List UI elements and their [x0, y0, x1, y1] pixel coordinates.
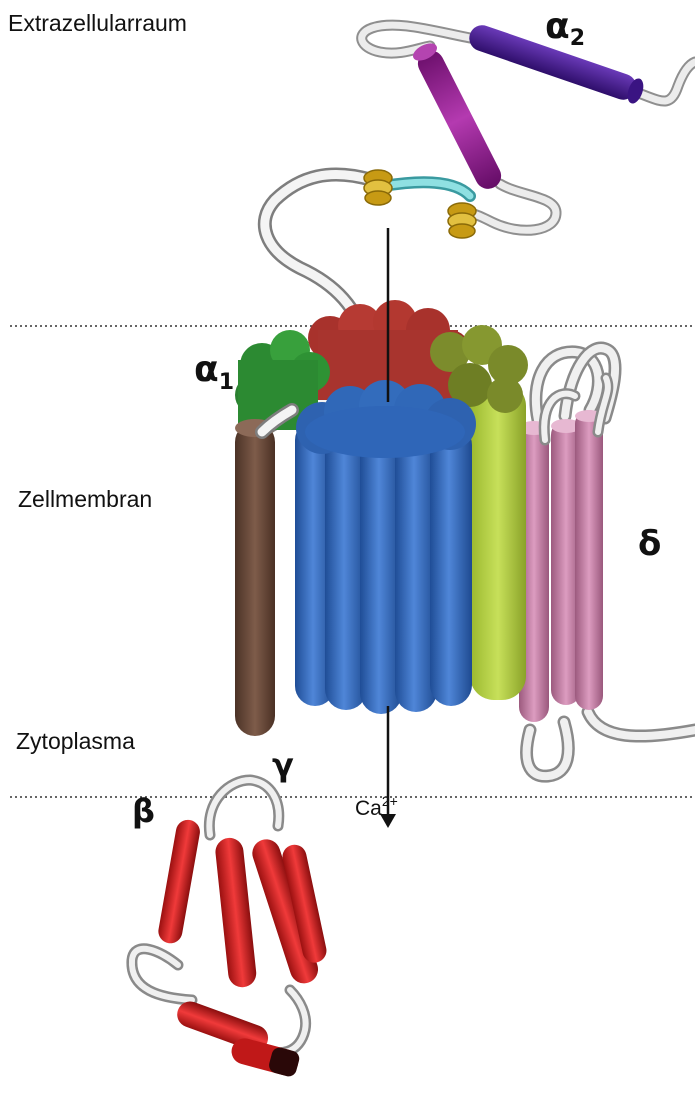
gamma-helix [235, 422, 275, 736]
gamma-subunit [235, 410, 292, 736]
beta-helix-2 [214, 837, 258, 989]
alpha2-helix-magenta [413, 46, 505, 193]
alpha1-subunit [235, 228, 528, 714]
calcium-flow-arrow [380, 706, 396, 828]
delta-label: δ [638, 524, 661, 564]
beta-subunit [132, 780, 329, 1078]
beta-label: β [132, 792, 155, 830]
beta-helix-1 [156, 818, 201, 945]
gamma-label: γ [272, 746, 294, 784]
delta-helix-3 [575, 410, 603, 710]
alpha2-label: α2 [545, 6, 585, 51]
extracellular-label: Extrazellularraum [8, 10, 187, 36]
alpha1-lime-domain [470, 382, 526, 700]
membrane-label: Zellmembran [18, 486, 152, 512]
disulfide-bond-right [448, 203, 476, 238]
alpha1-blue-domain [295, 380, 476, 714]
disulfide-bond-left [364, 170, 392, 205]
delta-subunit [519, 348, 695, 776]
cytoplasm-label: Zytoplasma [16, 728, 135, 754]
alpha1-label: α1 [194, 349, 234, 395]
